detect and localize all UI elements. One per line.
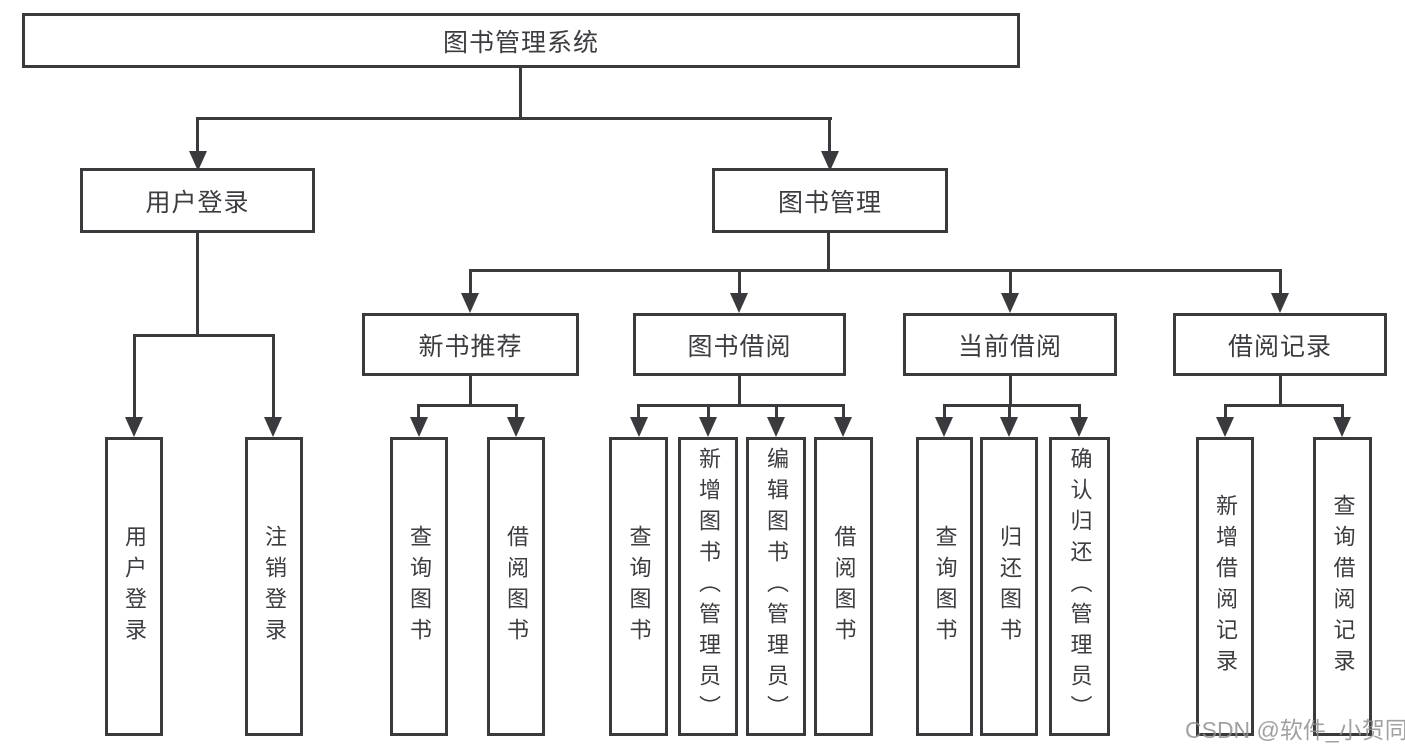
connector-mgmt-stem <box>827 233 830 271</box>
connector-records-stem <box>1279 376 1282 406</box>
connector-recommend-stem <box>469 376 472 406</box>
leaf-query-books-recommend: 查询图书 <box>390 437 448 736</box>
connector-root-branch <box>196 117 832 120</box>
arrowhead-to-add-borrow-record <box>1216 417 1234 437</box>
node-book-management: 图书管理 <box>712 168 948 233</box>
connector-recommend-branch <box>417 404 518 407</box>
connector-records-leaf2-line <box>1341 404 1344 419</box>
leaf-return-books: 归还图书 <box>980 437 1038 736</box>
node-new-book-recommend: 新书推荐 <box>362 313 579 376</box>
arrowhead-to-current-borrow <box>1001 293 1019 313</box>
leaf-query-borrow-record: 查询借阅记录 <box>1313 437 1372 736</box>
connector-borrow-leaf4-line <box>842 404 845 419</box>
leaf-borrow-books-recommend: 借阅图书 <box>487 437 545 736</box>
leaf-user-login: 用户登录 <box>105 437 163 736</box>
connector-login-to-leaf2-line <box>272 334 275 419</box>
connector-current-branch <box>943 404 1081 407</box>
arrowhead-to-book-management <box>821 151 839 171</box>
connector-root-stem <box>519 68 522 118</box>
connector-login-to-leaf1-line <box>133 334 136 419</box>
connector-recommend-leaf1-line <box>417 404 420 419</box>
connector-current-stem <box>1009 376 1012 406</box>
arrowhead-to-leaf-user-login <box>125 417 143 437</box>
leaf-query-books-current: 查询图书 <box>916 437 973 736</box>
arrowhead-to-borrow-books <box>834 417 852 437</box>
connector-login-stem <box>196 233 199 336</box>
arrowhead-to-add-books <box>699 417 717 437</box>
leaf-add-books-admin: 新增图书（管理员） <box>678 437 738 736</box>
node-current-borrow: 当前借阅 <box>903 313 1117 376</box>
connector-root-to-mgmt-line <box>828 117 831 155</box>
connector-mgmt-to-current-line <box>1009 269 1012 295</box>
node-book-borrow: 图书借阅 <box>633 313 846 376</box>
leaf-query-books-borrow: 查询图书 <box>609 437 668 736</box>
arrowhead-to-return-books <box>1000 417 1018 437</box>
node-library-system: 图书管理系统 <box>22 13 1020 68</box>
connector-records-branch <box>1224 404 1343 407</box>
connector-current-leaf1-line <box>943 404 946 419</box>
csdn-watermark: CSDN @软件_小贺同学 <box>1185 717 1405 743</box>
arrowhead-to-query-books-recommend <box>410 417 428 437</box>
connector-root-to-login-line <box>196 117 199 155</box>
arrowhead-to-borrow-records <box>1271 293 1289 313</box>
arrowhead-to-borrow-books-recommend <box>507 417 525 437</box>
leaf-confirm-return-admin: 确认归还（管理员） <box>1049 437 1110 736</box>
connector-borrow-branch <box>637 404 845 407</box>
leaf-edit-books-admin: 编辑图书（管理员） <box>746 437 806 736</box>
connector-mgmt-to-recommend-line <box>469 269 472 295</box>
connector-current-leaf3-line <box>1078 404 1081 419</box>
node-borrow-records: 借阅记录 <box>1173 313 1387 376</box>
leaf-borrow-books: 借阅图书 <box>814 437 873 736</box>
connector-borrow-leaf3-line <box>775 404 778 419</box>
arrowhead-to-leaf-logout <box>264 417 282 437</box>
connector-current-leaf2-line <box>1008 404 1011 419</box>
connector-borrow-leaf2-line <box>707 404 710 419</box>
connector-mgmt-branch <box>469 269 1282 272</box>
connector-login-branch <box>133 334 275 337</box>
arrowhead-to-query-books-current <box>935 417 953 437</box>
connector-borrow-leaf1-line <box>637 404 640 419</box>
arrowhead-to-query-borrow-record <box>1333 417 1351 437</box>
connector-mgmt-to-records-line <box>1279 269 1282 295</box>
connector-mgmt-to-borrow-line <box>738 269 741 295</box>
arrowhead-to-edit-books <box>767 417 785 437</box>
leaf-add-borrow-record: 新增借阅记录 <box>1196 437 1254 736</box>
arrowhead-to-new-book-recommend <box>461 293 479 313</box>
arrowhead-to-user-login <box>189 151 207 171</box>
node-user-login: 用户登录 <box>80 168 315 233</box>
connector-records-leaf1-line <box>1224 404 1227 419</box>
connector-borrow-stem <box>738 376 741 406</box>
arrowhead-to-confirm-return <box>1070 417 1088 437</box>
arrowhead-to-query-books-borrow <box>630 417 648 437</box>
leaf-logout: 注销登录 <box>245 437 303 736</box>
connector-recommend-leaf2-line <box>515 404 518 419</box>
arrowhead-to-book-borrow <box>730 293 748 313</box>
